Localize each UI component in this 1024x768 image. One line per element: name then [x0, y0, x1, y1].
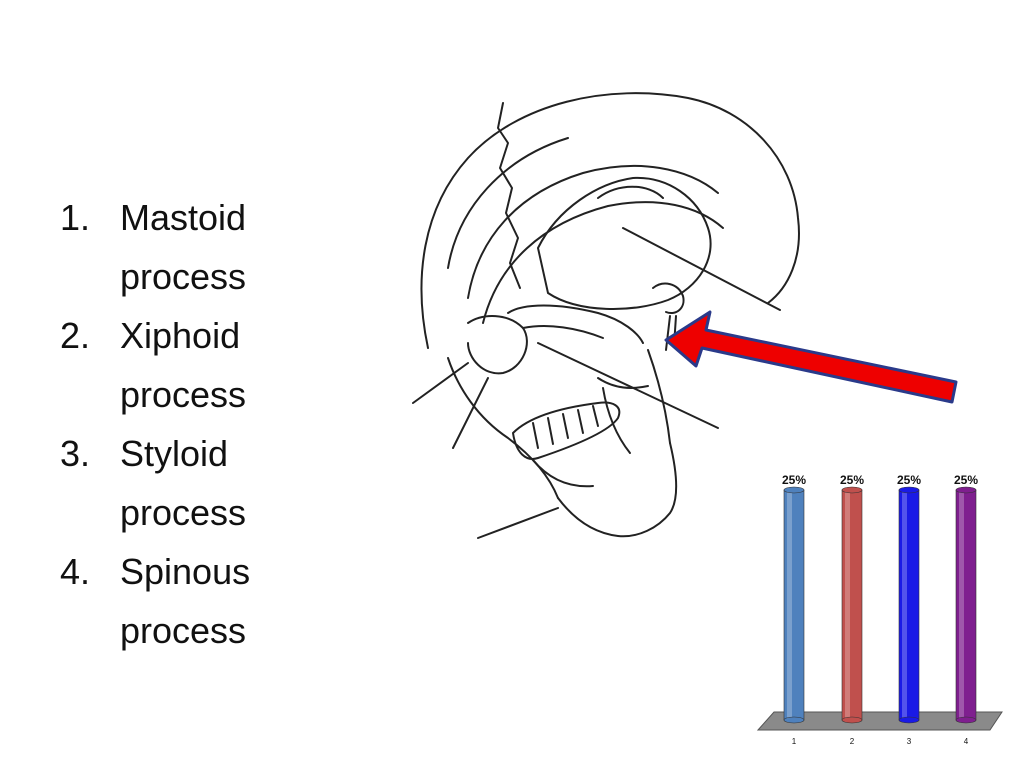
response-bar-chart: 25% 1 25% 2 25% 3 25% 4: [756, 473, 1003, 746]
answer-options-list: 1. Mastoid process 2. Xiphoid process 3.…: [60, 188, 360, 660]
option-number: 2.: [60, 315, 91, 356]
option-number: 4.: [60, 551, 91, 592]
option-label: Styloid process: [120, 433, 247, 533]
pointer-arrow: [664, 310, 958, 404]
answer-option[interactable]: 2. Xiphoid process: [60, 306, 360, 424]
bar-value-label: 25%: [782, 473, 806, 487]
category-label: 3: [907, 737, 912, 746]
option-number: 3.: [60, 433, 91, 474]
answer-option[interactable]: 4. Spinous process: [60, 542, 360, 660]
red-arrow-shape: [664, 310, 958, 404]
bar: [783, 486, 805, 724]
option-label: Xiphoid process: [120, 315, 247, 415]
bar: [898, 486, 920, 724]
category-label: 4: [964, 737, 969, 746]
category-label: 1: [792, 737, 797, 746]
option-number: 1.: [60, 197, 91, 238]
bar-value-label: 25%: [897, 473, 921, 487]
answer-option[interactable]: 1. Mastoid process: [60, 188, 360, 306]
answer-option[interactable]: 3. Styloid process: [60, 424, 360, 542]
option-label: Spinous process: [120, 551, 251, 651]
category-label: 2: [850, 737, 855, 746]
bar-value-label: 25%: [840, 473, 864, 487]
bar: [841, 486, 863, 724]
chart-floor: [756, 711, 1003, 731]
bar-value-label: 25%: [954, 473, 978, 487]
bar: [955, 486, 977, 724]
skull-illustration: [412, 92, 800, 539]
option-label: Mastoid process: [120, 197, 247, 297]
